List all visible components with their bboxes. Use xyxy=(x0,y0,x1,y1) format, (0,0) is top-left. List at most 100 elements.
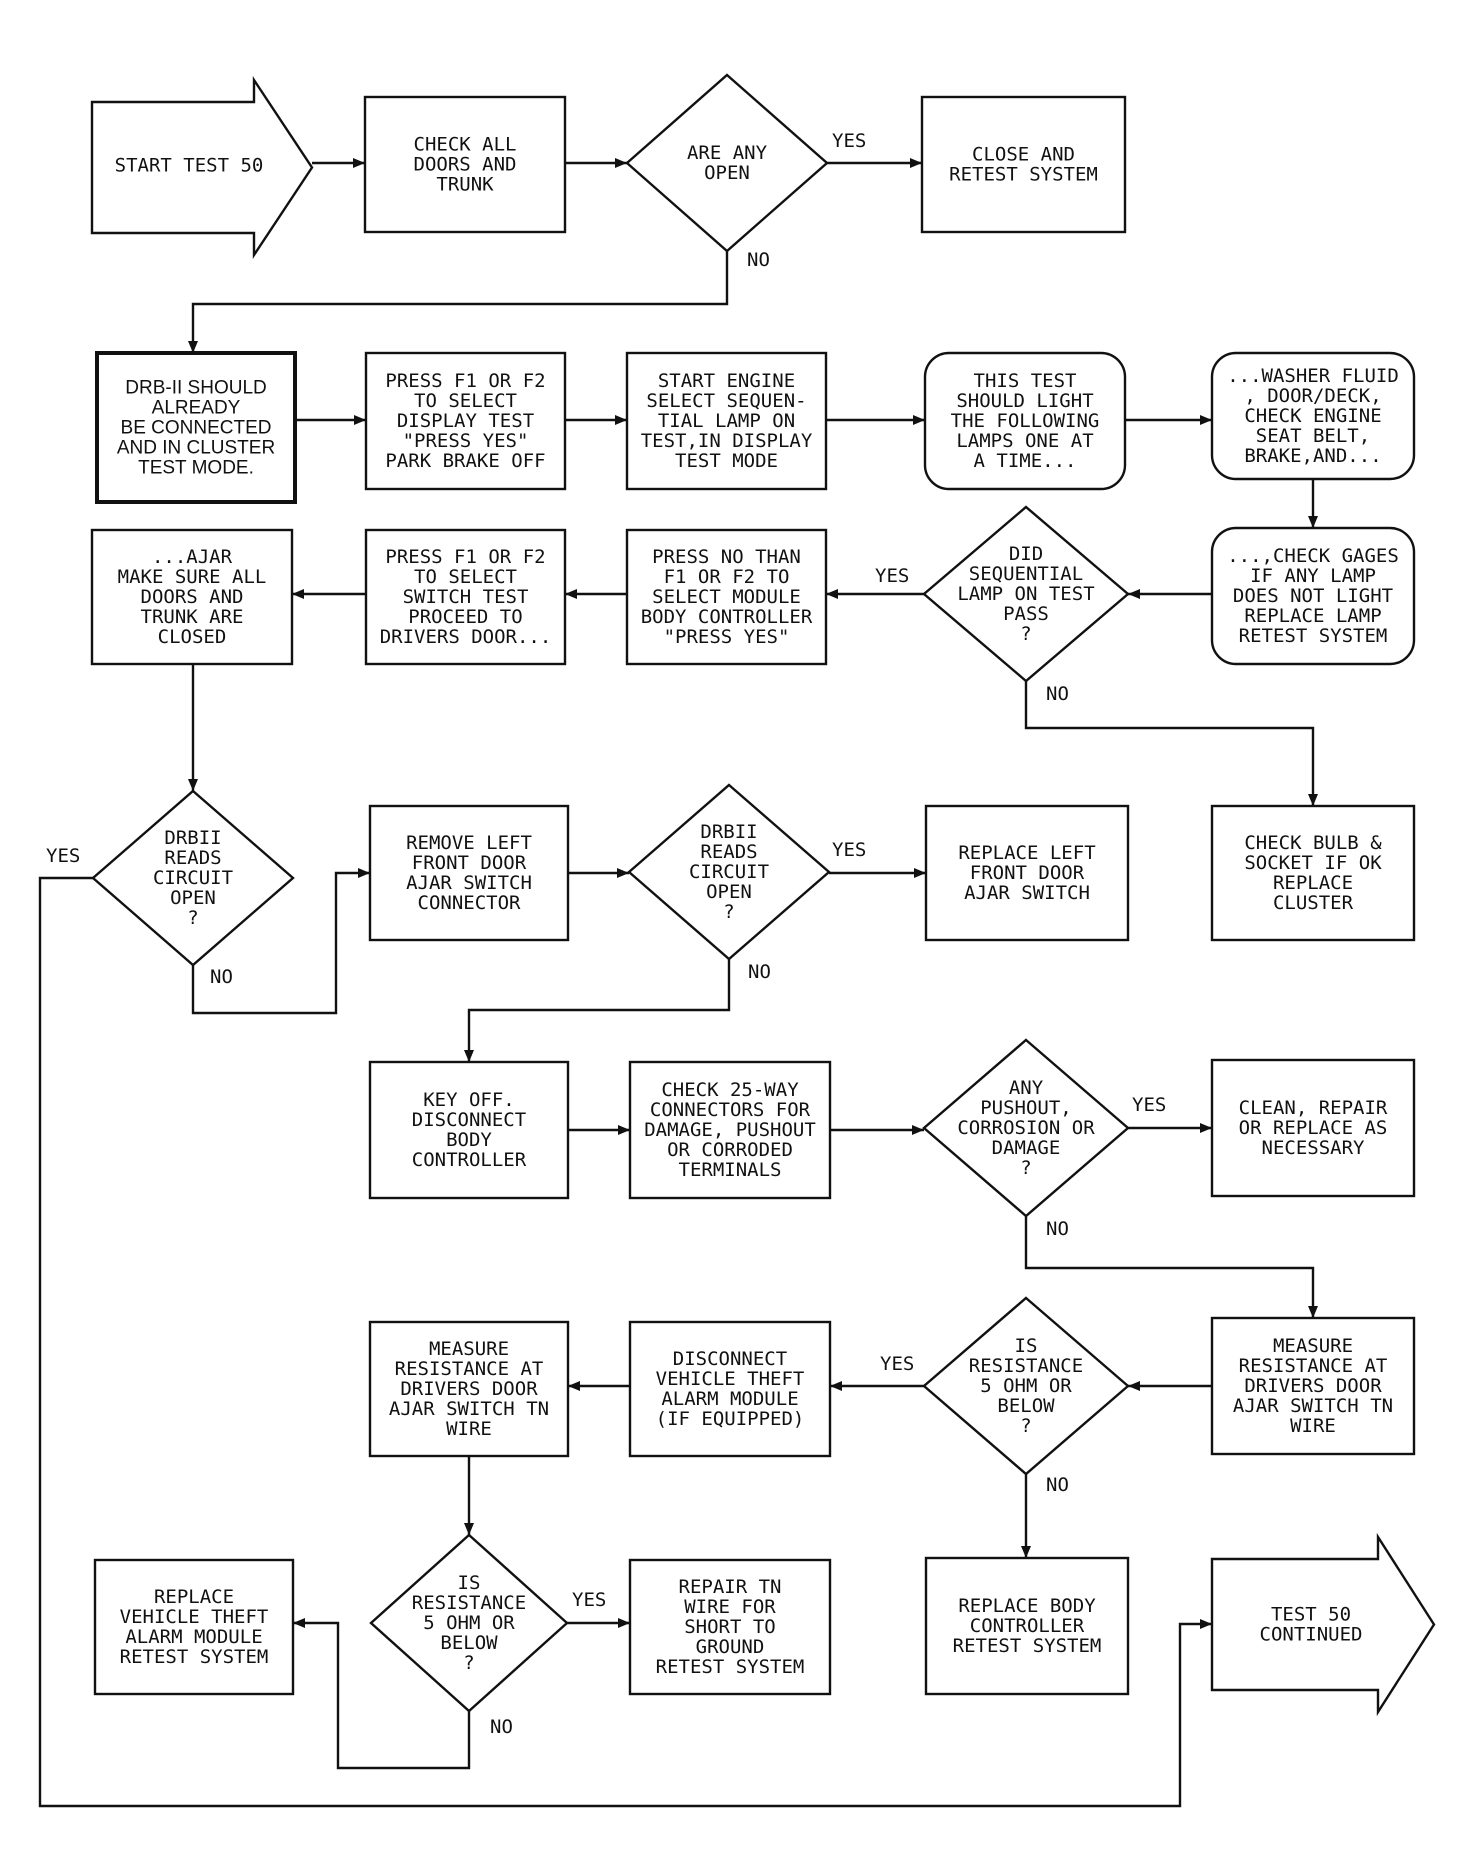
arrowhead xyxy=(464,1050,474,1062)
any-pushout-text: PUSHOUT, xyxy=(980,1097,1072,1119)
yes-label: YES xyxy=(880,1353,914,1375)
press-f1-display-text: DISPLAY TEST xyxy=(397,410,534,432)
drbii-reads-1-text: READS xyxy=(164,847,221,869)
ajar-closed-text: DOORS AND xyxy=(141,586,244,608)
arrowhead xyxy=(464,1523,474,1535)
any-open-shape xyxy=(625,73,829,253)
arrowhead xyxy=(615,415,627,425)
washer-fluid-text: CHECK ENGINE xyxy=(1244,405,1381,427)
check-gages-text: IF ANY LAMP xyxy=(1250,565,1376,587)
any-pushout-text: ANY xyxy=(1009,1077,1044,1099)
did-sequential-text: SEQUENTIAL xyxy=(969,563,1083,585)
arrowhead xyxy=(914,868,926,878)
this-test-text: SHOULD LIGHT xyxy=(956,390,1093,412)
arrowhead xyxy=(913,415,925,425)
arrowhead xyxy=(1308,1306,1318,1318)
this-test-text: LAMPS ONE AT xyxy=(956,430,1093,452)
start-engine-text: TIAL LAMP ON xyxy=(658,410,795,432)
drb-connected-text: DRB-II SHOULD xyxy=(125,378,266,399)
arrowhead xyxy=(188,779,198,791)
start-text: START TEST 50 xyxy=(115,155,264,177)
check-bulb-text: REPLACE xyxy=(1273,872,1353,894)
is-res-2-text: ? xyxy=(463,1652,474,1674)
arrowhead xyxy=(1308,794,1318,806)
yes-label: YES xyxy=(875,565,909,587)
arrowhead xyxy=(1128,1381,1140,1391)
no-label: NO xyxy=(748,961,771,983)
close-retest-text: CLOSE AND xyxy=(972,144,1075,166)
connector-line xyxy=(467,959,731,1062)
clean-repair-text: OR REPLACE AS xyxy=(1239,1117,1388,1139)
clean-repair-shape xyxy=(1210,1058,1416,1198)
is-res-2-text: BELOW xyxy=(440,1632,498,1654)
did-sequential-shape xyxy=(922,505,1130,683)
any-pushout-text: CORROSION OR xyxy=(957,1117,1095,1139)
replace-vta-text: REPLACE xyxy=(154,1586,234,1608)
press-no-shape xyxy=(625,528,828,666)
connector-line xyxy=(191,251,729,353)
clean-repair-text: CLEAN, REPAIR xyxy=(1239,1097,1388,1119)
any-pushout-text: ? xyxy=(1020,1157,1031,1179)
arrowhead xyxy=(618,1618,630,1628)
connector-line xyxy=(1024,681,1315,806)
start-engine-text: TEST MODE xyxy=(675,450,778,472)
ajar-closed-text: TRUNK ARE xyxy=(141,606,244,628)
replace-vta-text: VEHICLE THEFT xyxy=(120,1606,269,1628)
arrowhead xyxy=(618,1125,630,1135)
arrowhead xyxy=(353,158,365,168)
check-doors-text: TRUNK xyxy=(436,174,494,196)
replace-vta-text: RETEST SYSTEM xyxy=(120,1646,269,1668)
arrowhead xyxy=(354,415,366,425)
drbii-reads-1-text: ? xyxy=(187,907,198,929)
measure-right-text: MEASURE xyxy=(1273,1335,1353,1357)
no-label: NO xyxy=(490,1716,513,1738)
press-f1-display-text: TO SELECT xyxy=(414,390,517,412)
arrowhead xyxy=(1128,589,1140,599)
press-f1-switch-text: DRIVERS DOOR... xyxy=(380,626,552,648)
drb-connected-text: TEST MODE. xyxy=(138,458,254,479)
arrowhead xyxy=(568,1381,580,1391)
yes-label: YES xyxy=(572,1589,606,1611)
remove-left-text: AJAR SWITCH xyxy=(406,872,532,894)
any-pushout-text: DAMAGE xyxy=(992,1137,1061,1159)
disconnect-vta-shape xyxy=(628,1320,832,1458)
check-bulb-text: SOCKET IF OK xyxy=(1244,852,1382,874)
arrowhead xyxy=(565,589,577,599)
press-no-text: "PRESS YES" xyxy=(664,626,790,648)
measure-right-text: AJAR SWITCH TN xyxy=(1233,1395,1393,1417)
arrowhead xyxy=(912,1125,924,1135)
key-off-text: KEY OFF. xyxy=(423,1089,515,1111)
start-engine-text: SELECT SEQUEN- xyxy=(646,390,806,412)
washer-fluid-shape xyxy=(1210,351,1416,481)
press-no-text: BODY CONTROLLER xyxy=(641,606,813,628)
key-off-shape xyxy=(368,1060,570,1200)
washer-fluid-text: , DOOR/DECK, xyxy=(1244,385,1381,407)
is-res-2-shape xyxy=(369,1533,569,1713)
check-doors-shape xyxy=(363,95,567,234)
ajar-closed-text: CLOSED xyxy=(158,626,227,648)
remove-left-text: FRONT DOOR xyxy=(412,852,527,874)
test50-cont-shape xyxy=(1210,1532,1436,1717)
drbii-reads-1-text: CIRCUIT xyxy=(153,867,233,889)
connector-line xyxy=(1024,1216,1315,1318)
washer-fluid-text: SEAT BELT, xyxy=(1256,425,1370,447)
close-retest-text: RETEST SYSTEM xyxy=(949,164,1098,186)
yes-label: YES xyxy=(832,839,866,861)
any-pushout-shape xyxy=(922,1038,1130,1218)
measure-left-shape xyxy=(368,1320,570,1458)
ajar-closed-text: MAKE SURE ALL xyxy=(118,566,267,588)
press-f1-display-text: "PRESS YES" xyxy=(403,430,529,452)
key-off-text: BODY xyxy=(446,1129,492,1151)
drbii-reads-2-text: READS xyxy=(700,841,757,863)
test50-cont-text: CONTINUED xyxy=(1260,1624,1363,1646)
connector-line xyxy=(293,1621,471,1770)
no-label: NO xyxy=(210,966,233,988)
arrowhead xyxy=(1200,415,1212,425)
drb-connected-shape xyxy=(95,351,297,504)
washer-fluid-text: ...WASHER FLUID xyxy=(1227,365,1399,387)
check-bulb-shape xyxy=(1210,804,1416,942)
start-shape xyxy=(90,76,314,259)
is-res-2-text: RESISTANCE xyxy=(412,1592,526,1614)
start-engine-text: TEST,IN DISPLAY xyxy=(641,430,813,452)
